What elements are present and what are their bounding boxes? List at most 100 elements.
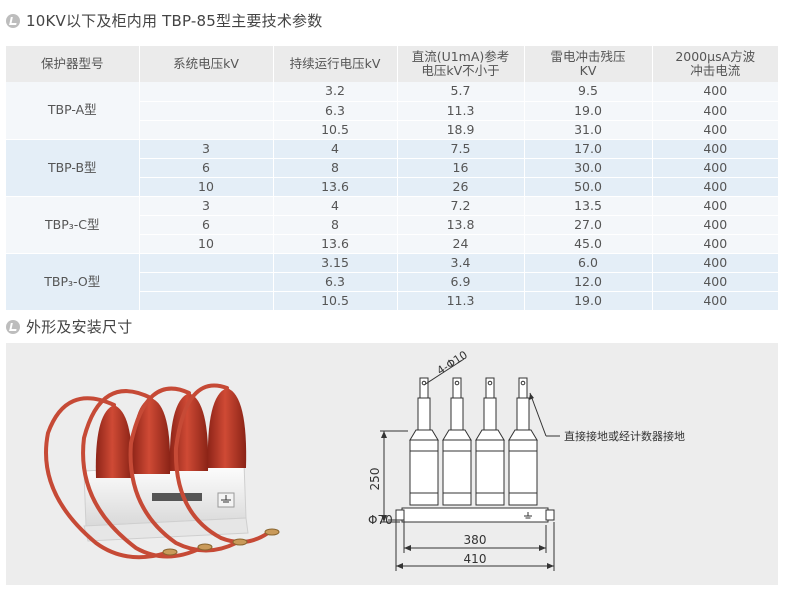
table-row: TBP-A型 3.2 5.7 9.5 400 — [6, 82, 778, 140]
dc-cell: 6.9 — [396, 272, 524, 292]
nameplate — [152, 493, 202, 501]
dc-cell: 3.4 — [396, 253, 524, 273]
table-row: TBP₃-O型 3.15 3.4 6.0 400 — [6, 253, 778, 311]
system-voltage-cell: 3 — [138, 139, 273, 159]
mcov-cell: 4 — [272, 139, 397, 159]
header-model: 保护器型号 — [6, 46, 139, 82]
dc-cell: 16 — [396, 158, 524, 178]
table-row: 10 13.6 24 45.0 400 — [6, 234, 778, 254]
lightning-cell: 45.0 — [523, 234, 652, 254]
section-title: 10KV以下及柜内用 TBP-85型主要技术参数 — [26, 12, 323, 30]
table-row: 6.3 11.3 19.0 400 — [6, 101, 778, 121]
header-system-voltage: 系统电压kV — [138, 46, 273, 82]
mcov-cell: 13.6 — [272, 234, 397, 254]
lightning-cell: 6.0 — [523, 253, 652, 273]
mcov-cell: 3.15 — [272, 253, 397, 273]
header-impulse-current: 2000μsA方波冲击电流 — [651, 46, 778, 82]
mcov-cell: 8 — [272, 158, 397, 178]
impulse-cell: 400 — [651, 177, 778, 197]
outer-width-dimension: 410 — [464, 552, 487, 566]
dimension-drawing: 4-Φ10 直接接地或经计数器接地 250 Φ70 380 410 — [368, 348, 685, 571]
dc-cell: 11.3 — [396, 291, 524, 310]
impulse-cell: 400 — [651, 215, 778, 235]
lightning-cell: 19.0 — [523, 101, 652, 121]
system-voltage-cell: 10 — [138, 234, 273, 254]
impulse-cell: 400 — [651, 82, 778, 102]
model-cell: TBP-B型 — [6, 139, 139, 197]
lightning-cell: 27.0 — [523, 215, 652, 235]
lightning-cell: 12.0 — [523, 272, 652, 292]
system-voltage-cell — [138, 253, 273, 273]
table-row: 10.5 11.3 19.0 400 — [6, 291, 778, 310]
dc-cell: 5.7 — [396, 82, 524, 102]
impulse-cell: 400 — [651, 272, 778, 292]
bullet-icon — [6, 319, 20, 334]
system-voltage-cell: 6 — [138, 215, 273, 235]
mcov-cell: 10.5 — [272, 291, 397, 310]
dc-cell: 11.3 — [396, 101, 524, 121]
mcov-cell: 6.3 — [272, 272, 397, 292]
header-dc-reference: 直流(U1mA)参考电压kV不小于 — [396, 46, 524, 82]
table-row: 6.3 6.9 12.0 400 — [6, 272, 778, 292]
lightning-cell: 50.0 — [523, 177, 652, 197]
base-dimension: Φ70 — [368, 513, 393, 527]
system-voltage-cell: 10 — [138, 177, 273, 197]
system-voltage-cell — [138, 101, 273, 121]
height-dimension: 250 — [368, 468, 382, 491]
dc-cell: 18.9 — [396, 120, 524, 140]
figure-panel: 4-Φ10 直接接地或经计数器接地 250 Φ70 380 410 — [6, 343, 778, 585]
table-row: 6 8 16 30.0 400 — [6, 158, 778, 178]
impulse-cell: 400 — [651, 139, 778, 159]
section-heading-dimensions: 外形及安装尺寸 — [6, 316, 132, 337]
inner-width-dimension: 380 — [464, 533, 487, 547]
table-row: TBP-B型 3 4 7.5 17.0 400 — [6, 139, 778, 197]
base-plate — [401, 507, 549, 523]
mcov-cell: 6.3 — [272, 101, 397, 121]
model-cell: TBP-A型 — [6, 82, 139, 140]
impulse-cell: 400 — [651, 101, 778, 121]
lightning-cell: 30.0 — [523, 158, 652, 178]
insulator-column — [508, 377, 538, 506]
model-cell: TBP₃-C型 — [6, 196, 139, 254]
impulse-cell: 400 — [651, 158, 778, 178]
red-caps — [95, 388, 247, 478]
insulator-column — [475, 377, 505, 506]
table-row: 6 8 13.8 27.0 400 — [6, 215, 778, 235]
hole-label: 4-Φ10 — [435, 348, 470, 377]
dc-cell: 13.8 — [396, 215, 524, 235]
dc-cell: 7.2 — [396, 196, 524, 216]
dc-cell: 26 — [396, 177, 524, 197]
header-mcov: 持续运行电压kV — [272, 46, 397, 82]
system-voltage-cell: 3 — [138, 196, 273, 216]
impulse-cell: 400 — [651, 234, 778, 254]
section-heading-parameters: 10KV以下及柜内用 TBP-85型主要技术参数 — [6, 10, 322, 31]
lightning-cell: 13.5 — [523, 196, 652, 216]
section-title: 外形及安装尺寸 — [26, 318, 133, 336]
mcov-cell: 3.2 — [272, 82, 397, 102]
impulse-cell: 400 — [651, 120, 778, 140]
system-voltage-cell — [138, 120, 273, 140]
mcov-cell: 13.6 — [272, 177, 397, 197]
lightning-cell: 9.5 — [523, 82, 652, 102]
lightning-cell: 31.0 — [523, 120, 652, 140]
model-cell: TBP₃-O型 — [6, 253, 139, 311]
table-row: 10 13.6 26 50.0 400 — [6, 177, 778, 197]
bullet-icon — [6, 13, 20, 28]
system-voltage-cell — [138, 82, 273, 102]
lightning-cell: 17.0 — [523, 139, 652, 159]
insulator-column — [442, 377, 472, 506]
lightning-cell: 19.0 — [523, 291, 652, 310]
table-header-row: 保护器型号 系统电压kV 持续运行电压kV 直流(U1mA)参考电压kV不小于 … — [6, 46, 778, 82]
insulator-column — [409, 377, 439, 506]
product-photo — [44, 383, 280, 560]
impulse-cell: 400 — [651, 253, 778, 273]
dimension-arrows — [381, 393, 554, 569]
mcov-cell: 8 — [272, 215, 397, 235]
cable-lugs — [162, 528, 280, 556]
ground-note: 直接接地或经计数器接地 — [564, 429, 685, 443]
spec-table: 保护器型号 系统电压kV 持续运行电压kV 直流(U1mA)参考电压kV不小于 … — [6, 46, 778, 311]
dc-cell: 7.5 — [396, 139, 524, 159]
system-voltage-cell: 6 — [138, 158, 273, 178]
system-voltage-cell — [138, 291, 273, 310]
